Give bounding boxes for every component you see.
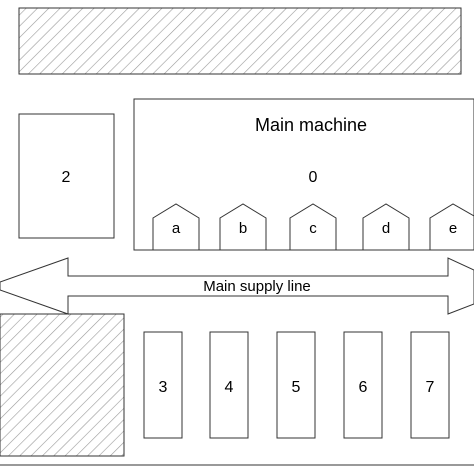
top-hatched-area bbox=[18, 7, 462, 75]
station-2-label: 2 bbox=[62, 169, 71, 186]
station-5-label: 5 bbox=[292, 379, 301, 396]
port-e: e bbox=[429, 203, 474, 251]
station-4-label: 4 bbox=[225, 379, 234, 396]
port-b-label: b bbox=[239, 220, 247, 237]
port-b: b bbox=[219, 203, 267, 251]
port-e-label: e bbox=[449, 220, 457, 237]
station-3-label: 3 bbox=[159, 379, 168, 396]
port-a: a bbox=[152, 203, 200, 251]
supply-line-label: Main supply line bbox=[203, 278, 311, 295]
port-c-label: c bbox=[309, 220, 317, 237]
station-7: 7 bbox=[410, 331, 450, 439]
station-3: 3 bbox=[143, 331, 183, 439]
port-c: c bbox=[289, 203, 337, 251]
station-2: 2 bbox=[18, 113, 115, 239]
supply-line-arrow bbox=[0, 257, 474, 315]
station-4: 4 bbox=[209, 331, 249, 439]
station-6-label: 6 bbox=[359, 379, 368, 396]
main-machine-id: 0 bbox=[309, 169, 318, 186]
port-a-label: a bbox=[172, 220, 181, 237]
station-6: 6 bbox=[343, 331, 383, 439]
port-d-label: d bbox=[382, 220, 390, 237]
main-supply-line: Main supply line bbox=[0, 257, 474, 315]
main-machine-title: Main machine bbox=[255, 115, 367, 135]
port-d: d bbox=[362, 203, 410, 251]
bottom-left-hatched-area bbox=[0, 313, 125, 457]
station-7-label: 7 bbox=[426, 379, 435, 396]
station-5: 5 bbox=[276, 331, 316, 439]
